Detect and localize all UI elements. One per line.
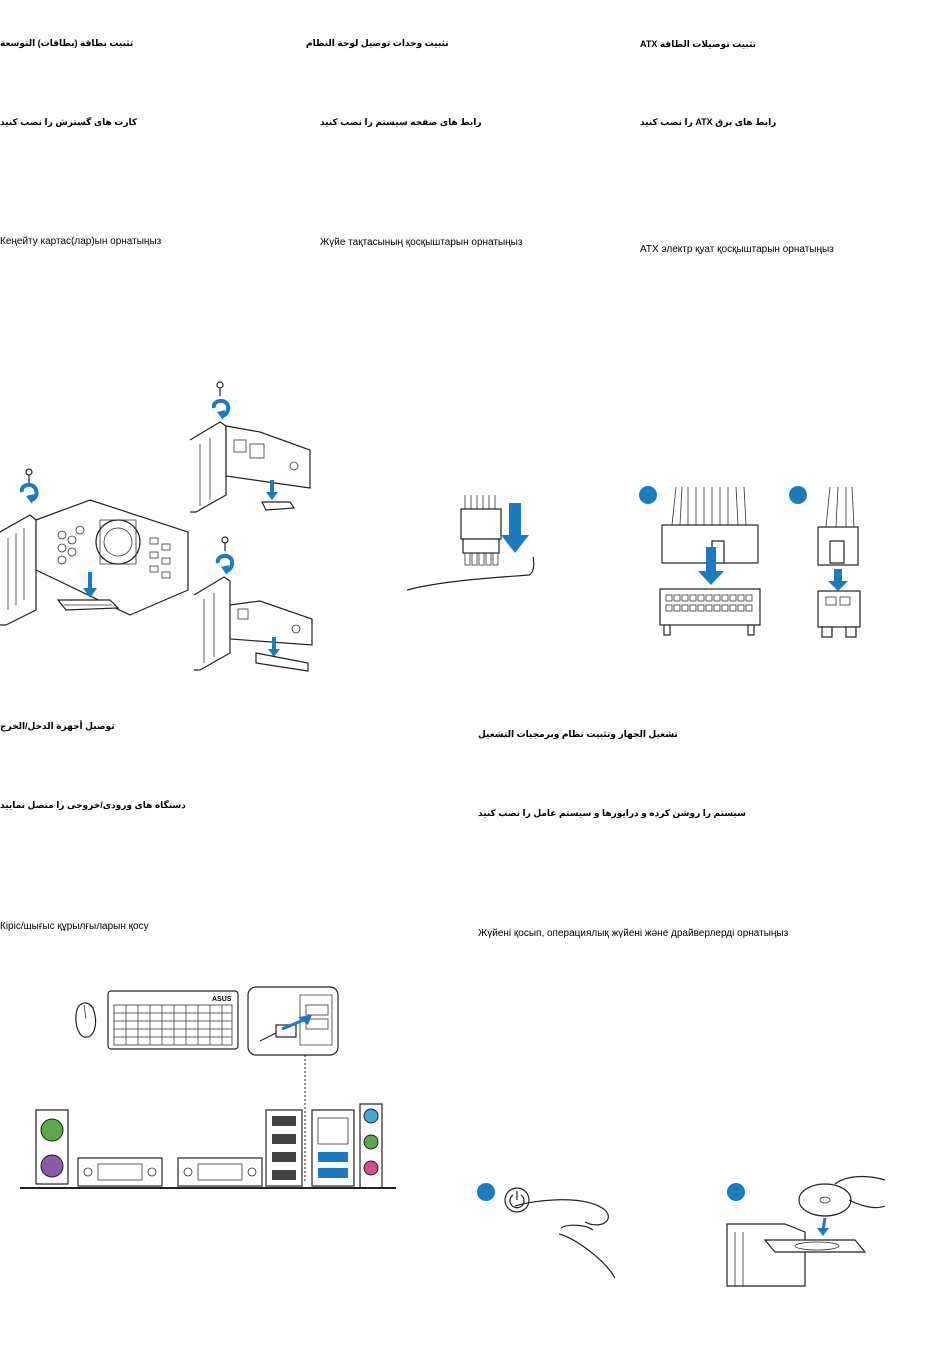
disc-icon [798,1183,852,1217]
power-icon [504,1187,530,1213]
io-title-arabic: توصيل أجهزة الدخل/الخرج [0,721,115,731]
ps2-keyboard-port-icon [40,1154,64,1178]
expansion-card-large-illustration [0,468,189,626]
system-panel-connector-illustration [406,495,535,591]
audio-jacks-icon [359,1103,383,1189]
system-panel-title-kazakh: Жүйе тақтасының қосқыштарын орнатыңыз [320,237,523,248]
usb-inset-icon [247,986,339,1056]
io-title-persian: دستگاه های ورودی/خروجی را متصل نمایید [0,800,186,810]
step-b-marker [789,486,807,504]
screw-icon [25,468,33,484]
step-b-marker [727,1183,745,1201]
dvi-port-icon [177,1157,263,1187]
disc-insert-illustration [726,1175,886,1287]
atx-title-persian: رابط های برق ATX را نصب کنید [640,117,777,127]
expansion-card-small-top-illustration [189,381,311,513]
rear-io-panel-illustration [20,1103,396,1189]
screw-icon [221,536,229,551]
screw-icon [216,381,224,396]
io-title-kazakh: Кіріс/шығыс құрылғыларын қосу [0,921,149,932]
lan-port-icon [311,1109,355,1187]
system-panel-title-persian: رابط های صفحه سیستم را نصب کنید [320,117,482,127]
step-a-marker [639,486,657,504]
atx-title-kazakh: ATX электр қуат қосқыштарын орнатыңыз [640,244,834,255]
ps2-mouse-port-icon [40,1118,64,1142]
usb-leader-line [304,1055,306,1183]
step-a-marker [477,1183,495,1201]
power-on-title-persian: سیستم را روشن کرده و درایورها و سیستم عا… [478,808,746,818]
expansion-title-arabic: تثبيت بطاقة (بطاقات) التوسعة [0,38,134,48]
keyboard-brand-text: ASUS [212,996,232,1003]
system-panel-title-arabic: تثبيت وحدات توصيل لوحة النظام [306,38,449,48]
power-on-title-kazakh: Жүйені қосып, операциялық жүйені және др… [478,928,789,939]
expansion-title-kazakh: Кеңейту картас(лар)ын орнатыңыз [0,236,162,247]
power-on-title-arabic: تشغيل الجهاز وتثبيت نظام وبرمجيات التشغي… [478,729,678,739]
dvi-port-icon [77,1157,163,1187]
atx-title-arabic: تثبيت توصيلات الطاقة ATX [640,39,757,49]
expansion-title-persian: کارت های گسترش را نصب کنید [0,117,138,127]
atx-4pin-illustration [789,486,861,638]
io-peripherals-illustration: ASUS [75,986,339,1056]
usb-ports-icon [265,1109,303,1187]
atx-24pin-illustration [639,486,761,636]
keyboard-icon: ASUS [107,990,239,1050]
power-button-illustration [477,1183,616,1279]
mouse-icon [75,1002,97,1038]
expansion-card-small-bottom-illustration [193,536,313,672]
